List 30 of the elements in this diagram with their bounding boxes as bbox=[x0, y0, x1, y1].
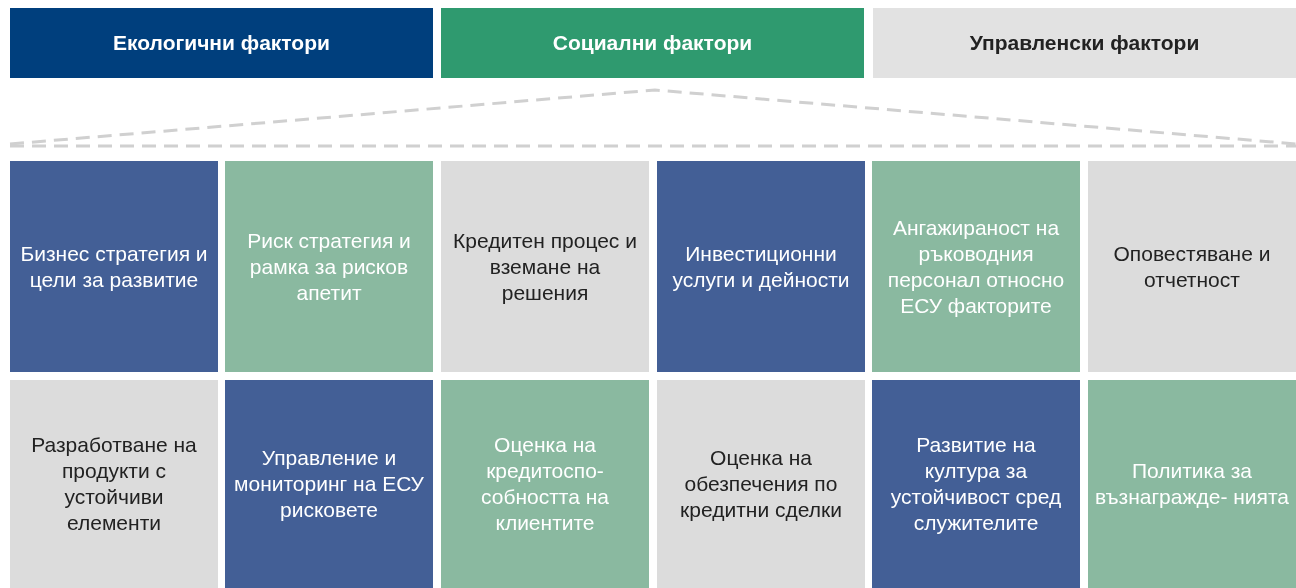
category-header bbox=[873, 8, 1296, 78]
topic-tile bbox=[10, 380, 218, 588]
topic-tile bbox=[10, 161, 218, 372]
tile-text: Инвестиционни услуги и дейности bbox=[671, 240, 851, 293]
topic-tile bbox=[1088, 161, 1296, 372]
topic-tile bbox=[657, 380, 865, 588]
topic-tile bbox=[225, 380, 433, 588]
tile-text: Оповестяване и отчетност bbox=[1112, 240, 1272, 293]
tile-text: Разработване на продукти с устойчиви елементи bbox=[30, 432, 198, 536]
tile-text: Оценка на обезпечения по кредитни сделки bbox=[679, 445, 843, 523]
topic-tile bbox=[872, 161, 1080, 372]
tile-text: Кредитен процес и вземане на решения bbox=[452, 227, 638, 306]
category-header bbox=[441, 8, 864, 78]
tile-text: Политика за възнагражде- нията bbox=[1094, 458, 1290, 510]
tile-text: Риск стратегия и рамка за рисков апетит bbox=[246, 227, 412, 306]
tile-text: Управление и мониторинг на ЕСУ рисковете bbox=[233, 445, 425, 523]
tile-text: Оценка на кредитоспо- собността на клиентите bbox=[480, 432, 610, 536]
category-header bbox=[10, 8, 433, 78]
topic-tile bbox=[657, 161, 865, 372]
topic-tile bbox=[872, 380, 1080, 588]
topic-tile bbox=[1088, 380, 1296, 588]
header-text: Социални фактори bbox=[552, 31, 753, 55]
header-text: Управленски фактори bbox=[969, 31, 1200, 55]
topic-tile bbox=[225, 161, 433, 372]
tile-text: Ангажираност на ръководния персонал относно ЕСУ факторите bbox=[886, 214, 1066, 319]
tile-text: Бизнес стратегия и цели за развитие bbox=[19, 240, 209, 293]
topic-tile bbox=[441, 380, 649, 588]
header-text: Екологични фактори bbox=[113, 31, 330, 55]
tile-text: Развитие на култура за устойчивост сред служителите bbox=[889, 432, 1063, 536]
topic-tile bbox=[441, 161, 649, 372]
